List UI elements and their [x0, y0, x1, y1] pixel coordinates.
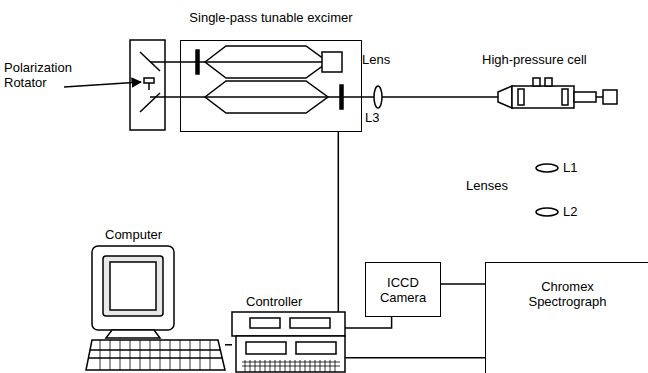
cell-flange — [562, 89, 568, 105]
cell-flange — [518, 89, 524, 105]
callout-label: L3 — [365, 110, 379, 125]
mirror — [196, 50, 199, 74]
cell-body — [512, 86, 574, 108]
camera-box: ICCD Camera — [365, 262, 441, 317]
grating — [322, 52, 342, 72]
node-heading: Controller — [246, 294, 336, 309]
computer-icon — [86, 246, 225, 370]
mirror — [140, 93, 160, 112]
part-label: Polarization Rotator — [4, 60, 90, 90]
signal-cable — [338, 132, 340, 312]
discharge-tube — [205, 81, 328, 113]
part-label: Lens — [362, 52, 390, 67]
controller-unit — [232, 312, 345, 336]
signal-cable — [225, 344, 232, 346]
screen — [110, 262, 156, 310]
discharge-tube — [205, 46, 328, 78]
signal-cable — [345, 317, 392, 328]
panel — [246, 342, 286, 354]
controller-unit — [236, 336, 345, 372]
rotator-element — [148, 83, 150, 90]
screen — [103, 256, 163, 316]
lens-symbol — [536, 164, 558, 172]
node-heading: Computer — [105, 227, 205, 242]
controller-icon — [232, 312, 345, 372]
panel — [290, 318, 330, 328]
laser-box: Single-pass tunable excimer — [180, 40, 362, 132]
monitor-base — [106, 330, 160, 338]
rotator-element — [144, 78, 154, 83]
node-heading: Single-pass tunable excimer — [181, 10, 361, 25]
cell-tube — [574, 92, 596, 102]
mirror — [340, 85, 343, 109]
beam-dump — [603, 90, 617, 104]
node-label: ICCD Camera — [370, 275, 436, 305]
panel — [250, 318, 280, 328]
callout-label: L2 — [563, 204, 577, 219]
laser-beam — [150, 61, 322, 63]
monitor — [92, 246, 174, 330]
controller-node: Controller — [232, 312, 345, 373]
keyboard-row — [89, 357, 222, 359]
node-label: Chromex Spectrograph — [513, 279, 623, 309]
signal-cable — [345, 357, 485, 359]
panel — [296, 342, 336, 354]
cell-port — [545, 78, 552, 86]
optics — [374, 78, 617, 216]
spectrograph-box: Chromex Spectrograph — [485, 262, 648, 373]
leader-line — [64, 82, 141, 87]
cell-port — [533, 78, 540, 86]
lens-symbol — [536, 208, 558, 216]
callout-label: L1 — [563, 160, 577, 175]
cell-window — [498, 86, 512, 108]
signal-cable — [441, 283, 485, 285]
keyboard — [86, 340, 225, 370]
lens-symbol — [374, 86, 382, 108]
rotator-housing — [130, 40, 165, 130]
keys — [100, 340, 210, 370]
vents — [245, 360, 335, 372]
part-label: High-pressure cell — [482, 52, 587, 67]
computer-node: Computer — [85, 245, 225, 373]
laser-internals — [64, 40, 603, 130]
part-label: Lenses — [466, 178, 508, 193]
